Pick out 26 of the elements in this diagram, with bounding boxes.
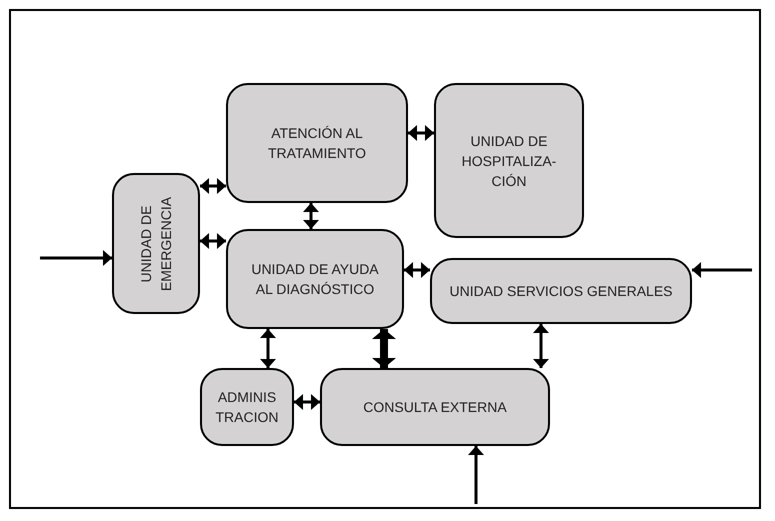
double-arrow [200, 233, 226, 249]
box-label: CONSULTA EXTERNA [363, 398, 507, 417]
process-box [200, 368, 294, 446]
box-label: UNIDAD DE EMERGENCIA [137, 195, 175, 293]
double-arrow [692, 262, 752, 278]
process-box [320, 368, 550, 446]
double-arrow [533, 324, 549, 368]
process-box [434, 83, 584, 238]
box-label: UNIDAD DE HOSPITALIZA- CIÓN [460, 132, 558, 190]
double-arrow [40, 250, 112, 266]
double-arrow [294, 394, 320, 410]
double-arrow [468, 446, 484, 504]
process-box [226, 229, 404, 329]
box-label: ADMINIS TRACION [214, 388, 280, 427]
process-box [430, 258, 692, 324]
box-label: UNIDAD DE AYUDA AL DIAGNÓSTICO [250, 260, 380, 299]
double-arrow [408, 125, 434, 141]
process-box [112, 173, 200, 314]
double-arrow [404, 262, 430, 278]
process-box [226, 83, 408, 203]
double-arrow [303, 203, 319, 229]
box-label: UNIDAD SERVICIOS GENERALES [449, 282, 673, 301]
box-label: ATENCIÓN AL TRATAMIENTO [267, 124, 367, 163]
double-arrow [260, 329, 276, 368]
double-arrow [372, 329, 396, 368]
double-arrow [200, 178, 226, 194]
